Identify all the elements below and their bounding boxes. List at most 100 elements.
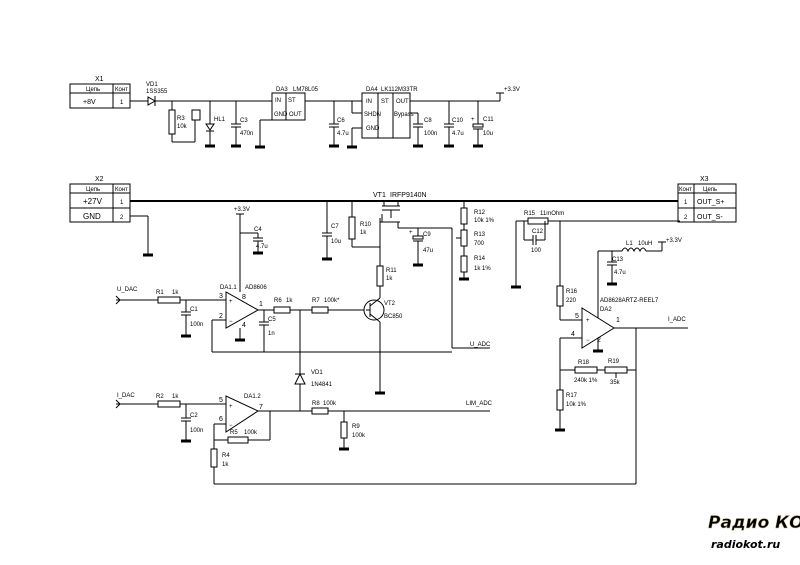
capacitor-c6: C6 4.7u	[329, 101, 349, 148]
da3-pin-gnd: GND	[274, 112, 288, 118]
x3-net-out-s-minus: OUT_S-	[697, 214, 723, 221]
da2-pin1: 1	[616, 317, 620, 324]
capacitor-c3: C3 470n	[231, 101, 253, 148]
l1-value: 10uH	[638, 241, 652, 247]
resistor-r8: R8 100k	[311, 401, 337, 415]
resistor-r5: R5 100k	[227, 430, 258, 444]
da11-pin2: 2	[219, 313, 223, 320]
c8-ref: C8	[424, 118, 432, 124]
resistor-r1: R1 1k	[156, 290, 181, 304]
resistor-r9: R9 100k	[339, 411, 366, 451]
x1-ref: X1	[95, 76, 104, 83]
vt1-part: IRFP9140N	[390, 192, 427, 199]
r15-ref: R15	[524, 211, 536, 217]
r6-ref: R6	[274, 298, 282, 304]
c11-value: 10u	[483, 131, 493, 137]
da3-pin-in: IN	[275, 98, 281, 104]
r1-value: 1k	[172, 290, 179, 296]
lim-adc-label: LIM_ADC	[466, 401, 493, 407]
x1-hdr-pin: Конт	[115, 87, 128, 93]
c5-ref: C5	[268, 317, 276, 323]
da11-pin8: 8	[242, 294, 246, 301]
vd1-top-part: 1SS355	[146, 89, 168, 95]
trimmer-r19: R19 35k	[604, 359, 628, 386]
x3-ref: X3	[700, 176, 709, 183]
r5-value: 100k	[244, 430, 258, 436]
connector-x3: X3 Конт Цепь 1 OUT_S+ 2 OUT_S-	[677, 176, 737, 223]
i-dac-input: I_DAC	[115, 393, 158, 409]
r15-value: 11mOhm	[540, 211, 564, 217]
c12-ref: C12	[532, 229, 544, 235]
vd1-top-ref: VD1	[146, 82, 158, 88]
c2-ref: C2	[190, 413, 198, 419]
capacitor-c2: C2 100n	[181, 404, 203, 443]
r7-value: 100k*	[324, 298, 340, 304]
capacitor-c12: C12 100	[523, 221, 546, 254]
r5-ref: R5	[230, 430, 238, 436]
capacitor-c1: C1 100n	[181, 300, 203, 338]
da4-pin-shdn: SHDN	[364, 112, 381, 118]
da11-pin4: 4	[242, 322, 246, 329]
c7-value: 10u	[331, 239, 341, 245]
x2-hdr-pin: Конт	[115, 187, 128, 193]
da12-pin7: 7	[259, 404, 263, 411]
da4-ref: DA4	[366, 87, 378, 93]
c6-value: 4.7u	[337, 131, 349, 137]
resistor-r7: R7 100k*	[311, 298, 340, 314]
r17-ref: R17	[566, 393, 578, 399]
r12-ref: R12	[474, 210, 486, 216]
c10-value: 4.7u	[452, 131, 464, 137]
r3-ref: R3	[177, 116, 185, 122]
r18-ref: R18	[578, 360, 590, 366]
da3-part: LM78L05	[293, 87, 319, 93]
x3-hdr-pin: Конт	[679, 187, 692, 193]
resistor-r3	[168, 109, 176, 135]
c4-ref: C4	[254, 227, 262, 233]
opamp-da1-1: + − DA1.1 AD8606 3 2 8 4 1	[211, 285, 452, 353]
da12-pin5: 5	[219, 397, 223, 404]
vd1-mid-part: 1N4841	[311, 382, 333, 388]
c11-ref: C11	[483, 117, 494, 123]
r10-value: 1k	[360, 230, 367, 236]
c3-ref: C3	[240, 118, 248, 124]
shunt-r15: R15 11mOhm	[511, 211, 680, 289]
r11-value: 1k	[386, 276, 393, 282]
x2-net-gnd: GND	[83, 212, 101, 221]
da12-ref: DA1.2	[244, 394, 261, 400]
r4-ref: R4	[222, 453, 230, 459]
c9-ref: C9	[423, 232, 431, 238]
rail-33v-l1: +3.3V	[666, 238, 682, 244]
c13-value: 4.7u	[614, 270, 626, 276]
da11-pin1: 1	[259, 301, 263, 308]
svg-text:+: +	[229, 299, 233, 305]
x2-pin-2: 2	[120, 215, 124, 221]
r2-ref: R2	[156, 394, 164, 400]
resistor-r12: R12 10k 1%	[460, 201, 495, 225]
r11-ref: R11	[386, 268, 397, 274]
capacitor-c9: + C9 47u	[409, 228, 433, 267]
vt2-part: BC850	[384, 314, 403, 320]
connector-x2: X2 Цепь Конт +27V 1 GND 2	[69, 176, 131, 223]
i-adc-label: I_ADC	[668, 317, 686, 323]
r12-value: 10k 1%	[474, 218, 495, 224]
watermark-url: radiokot.ru	[711, 538, 780, 551]
resistor-r2: R2 1k	[156, 394, 181, 408]
svg-text:−: −	[229, 319, 233, 325]
da4-pin-gnd: GND	[366, 126, 380, 132]
vd1-mid-ref: VD1	[311, 370, 323, 376]
r8-ref: R8	[312, 401, 320, 407]
c2-value: 100n	[190, 428, 203, 434]
da4-pin-out: OUT	[396, 99, 409, 105]
vt2-ref: VT2	[384, 301, 396, 307]
opamp-da2: + − AD8628ARTZ-REEL7 DA2 5 1 4 2 I_ADC	[560, 298, 688, 353]
c1-value: 100n	[190, 322, 203, 328]
vt1-ref: VT1	[373, 192, 386, 199]
da11-pin3: 3	[219, 293, 223, 300]
x1-pin-1: 1	[120, 100, 124, 106]
svg-text:+: +	[586, 318, 590, 324]
hl1-ref: HL1	[214, 117, 226, 123]
x1-hdr-chain: Цепь	[86, 87, 100, 93]
svg-text:+: +	[229, 404, 233, 410]
r13-ref: R13	[474, 232, 486, 238]
